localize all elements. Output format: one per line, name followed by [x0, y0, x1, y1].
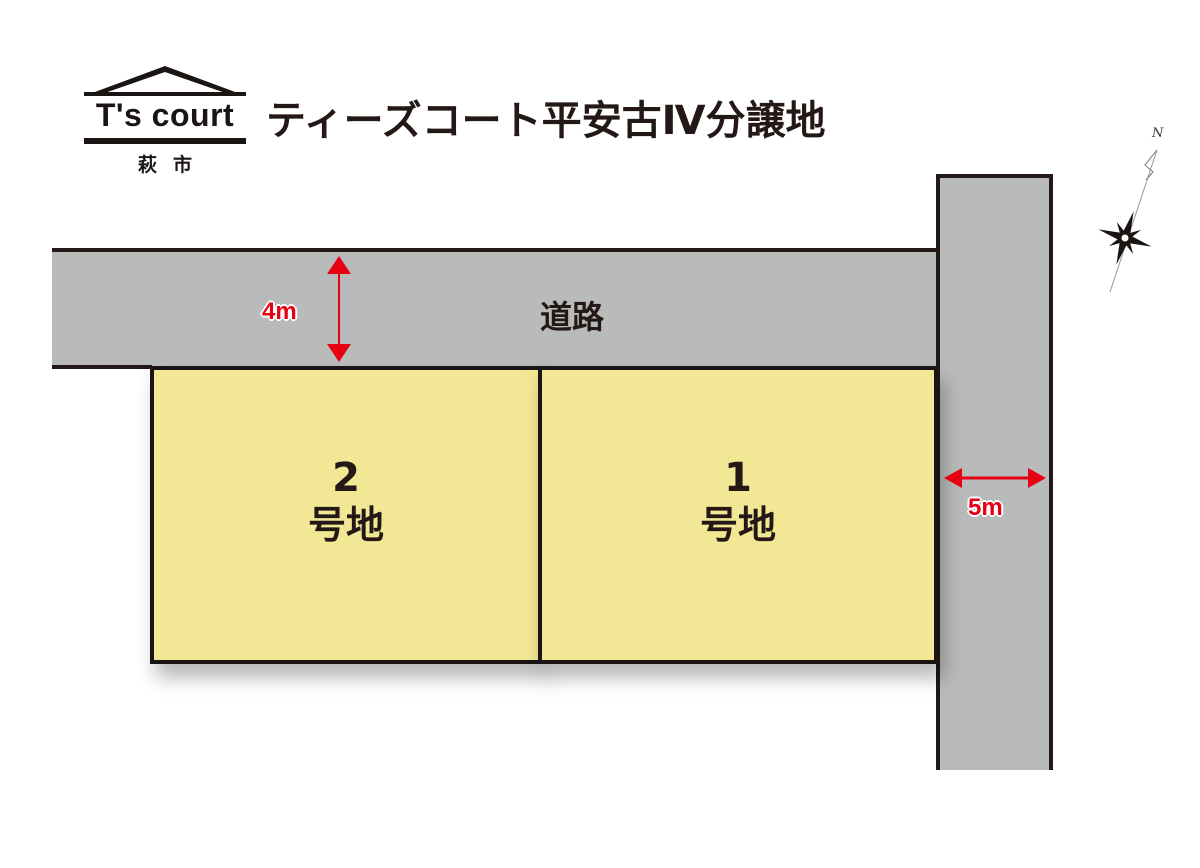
lot-2[interactable]: 2 号地 — [150, 366, 542, 664]
dimension-arrow-5m-icon — [944, 468, 1046, 488]
logo-city: 萩市 — [137, 154, 208, 176]
lot-name: 号地 — [307, 503, 384, 547]
lot-number: 1 — [724, 455, 752, 501]
road-north-edge — [52, 365, 152, 369]
lot-name: 号地 — [699, 503, 776, 547]
compass-north-icon — [1098, 149, 1158, 293]
road-north — [52, 248, 942, 368]
page-title: ティーズコート平安古Ⅳ分譲地 — [266, 98, 826, 144]
road-width-north-label: 4m — [262, 298, 297, 325]
road-label: 道路 — [540, 298, 605, 336]
road-junction — [940, 252, 980, 368]
dimension-arrow-4m-icon — [327, 256, 351, 362]
lot-1[interactable]: 1 号地 — [538, 366, 938, 664]
lot-number: 2 — [332, 455, 360, 501]
road-width-east-label: 5m — [968, 494, 1003, 521]
logo-underline — [84, 138, 246, 144]
logo-brand: T's court — [95, 97, 235, 133]
compass-label: N — [1152, 126, 1164, 141]
house-roof-icon — [84, 66, 246, 96]
